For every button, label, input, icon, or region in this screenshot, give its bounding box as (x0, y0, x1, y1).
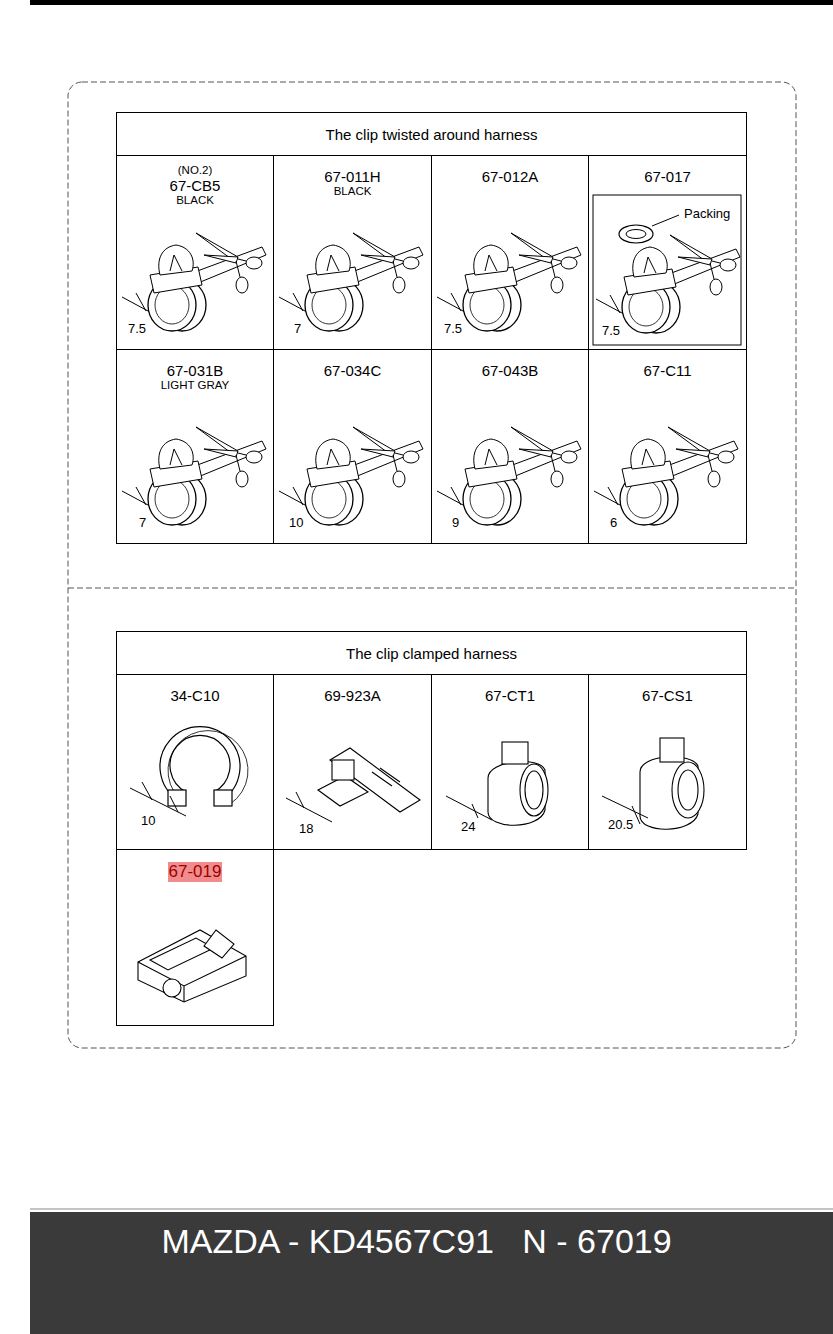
clip-cell: 67-CT1 (431, 674, 589, 850)
table-header: The clip clamped harness (116, 631, 747, 675)
dimension-label: 10 (140, 814, 156, 829)
drawing-stroke (446, 796, 492, 820)
drawing-stroke (204, 930, 234, 958)
clip-cell: 69-923A (273, 674, 432, 850)
clip-figure (437, 427, 581, 525)
clip-cell: (NO.2)67-CB5BLACK (116, 155, 274, 350)
dimension-label: 24 (460, 820, 476, 835)
clip-cell: 67-043B (431, 349, 589, 544)
drawing-stroke (502, 742, 528, 764)
dimension-label: 9 (451, 516, 460, 531)
part-number: 69-923A (274, 687, 431, 704)
drawing-stroke (678, 770, 698, 810)
clip-figure (594, 427, 738, 525)
dimension-label: 6 (609, 516, 618, 531)
part-number: 67-031B (117, 362, 273, 379)
inner-frame (593, 195, 741, 345)
dimension-label: 10 (288, 516, 304, 531)
drawing-stroke (138, 930, 246, 1002)
clamp-cs1-figure (602, 738, 704, 829)
clamp-ct1-figure (446, 742, 548, 825)
part-number: 67-034C (274, 362, 431, 379)
clip-table: The clip clamped harness34-C1069-923A67-… (116, 631, 747, 1026)
drawing-stroke (214, 790, 232, 806)
clip-figure (437, 233, 581, 331)
clamp-69-figure (286, 748, 420, 822)
part-number: 67-011H (274, 168, 431, 185)
dimension-label: 7.5 (127, 322, 147, 337)
part-callout: Packing (683, 207, 731, 222)
clip-figure (279, 427, 423, 525)
part-note: LIGHT GRAY (117, 379, 273, 392)
dimension-label: 7 (138, 516, 147, 531)
clip-cell: 67-034C (273, 349, 432, 544)
part-number: 67-019 (168, 862, 223, 882)
clamp-019-figure (138, 930, 246, 1002)
clip-cell: 67-019 (116, 849, 274, 1026)
part-number: 34-C10 (117, 687, 273, 704)
part-number: 67-017 (589, 168, 746, 185)
drawing-stroke (626, 230, 646, 239)
clip-table: The clip twisted around harness(NO.2)67-… (116, 112, 747, 544)
drawing-stroke (520, 764, 548, 816)
part-number: 67-CT1 (432, 687, 588, 704)
drawing-stroke (130, 782, 186, 816)
dimension-label: 18 (298, 822, 314, 837)
band-rule (30, 1209, 833, 1210)
part-number: 67-C11 (589, 362, 746, 379)
part-number: 67-CS1 (589, 687, 746, 704)
drawing-stroke (525, 771, 543, 809)
part-note: BLACK (117, 194, 273, 207)
packing-ring (619, 215, 679, 243)
part-number: 67-012A (432, 168, 588, 185)
drawing-stroke (163, 979, 181, 997)
part-caption: MAZDA - KD4567C91 N - 67019 (0, 1222, 833, 1261)
dashed-frame (68, 82, 796, 1048)
clip-figure (279, 233, 423, 331)
drawing-stroke (170, 735, 230, 792)
footer-band: MAZDA - KD4567C91 N - 67019 (30, 1212, 833, 1334)
dimension-label: 7 (293, 322, 302, 337)
clip-figure (122, 233, 266, 331)
dimension-label: 7.5 (443, 322, 463, 337)
drawing-stroke (672, 762, 704, 818)
clip-figure (596, 235, 740, 333)
drawing-stroke (150, 938, 214, 970)
drawing-stroke (619, 225, 653, 243)
clip-figure (122, 427, 266, 525)
table-header: The clip twisted around harness (116, 112, 747, 156)
part-number: (NO.2) (117, 164, 273, 177)
drawing-stroke (286, 792, 332, 822)
dimension-label: 20.5 (607, 818, 634, 833)
clip-cell: 67-017 (588, 155, 747, 350)
part-number: 67-CB5 (117, 177, 273, 194)
part-note: BLACK (274, 185, 431, 198)
drawing-stroke (372, 768, 400, 786)
drawing-stroke (332, 760, 354, 780)
drawing-stroke (652, 215, 679, 226)
clip-cell: 67-012A (431, 155, 589, 350)
clip-cell: 67-C11 (588, 349, 747, 544)
clip-cell: 67-011HBLACK (273, 155, 432, 350)
drawing-stroke (660, 738, 684, 762)
clamp-34-figure (130, 727, 248, 816)
top-bar (30, 0, 833, 5)
part-number: 67-043B (432, 362, 588, 379)
dimension-label: 7.5 (601, 324, 621, 339)
dashed-divider (68, 588, 796, 589)
clip-cell: 67-031BLIGHT GRAY (116, 349, 274, 544)
